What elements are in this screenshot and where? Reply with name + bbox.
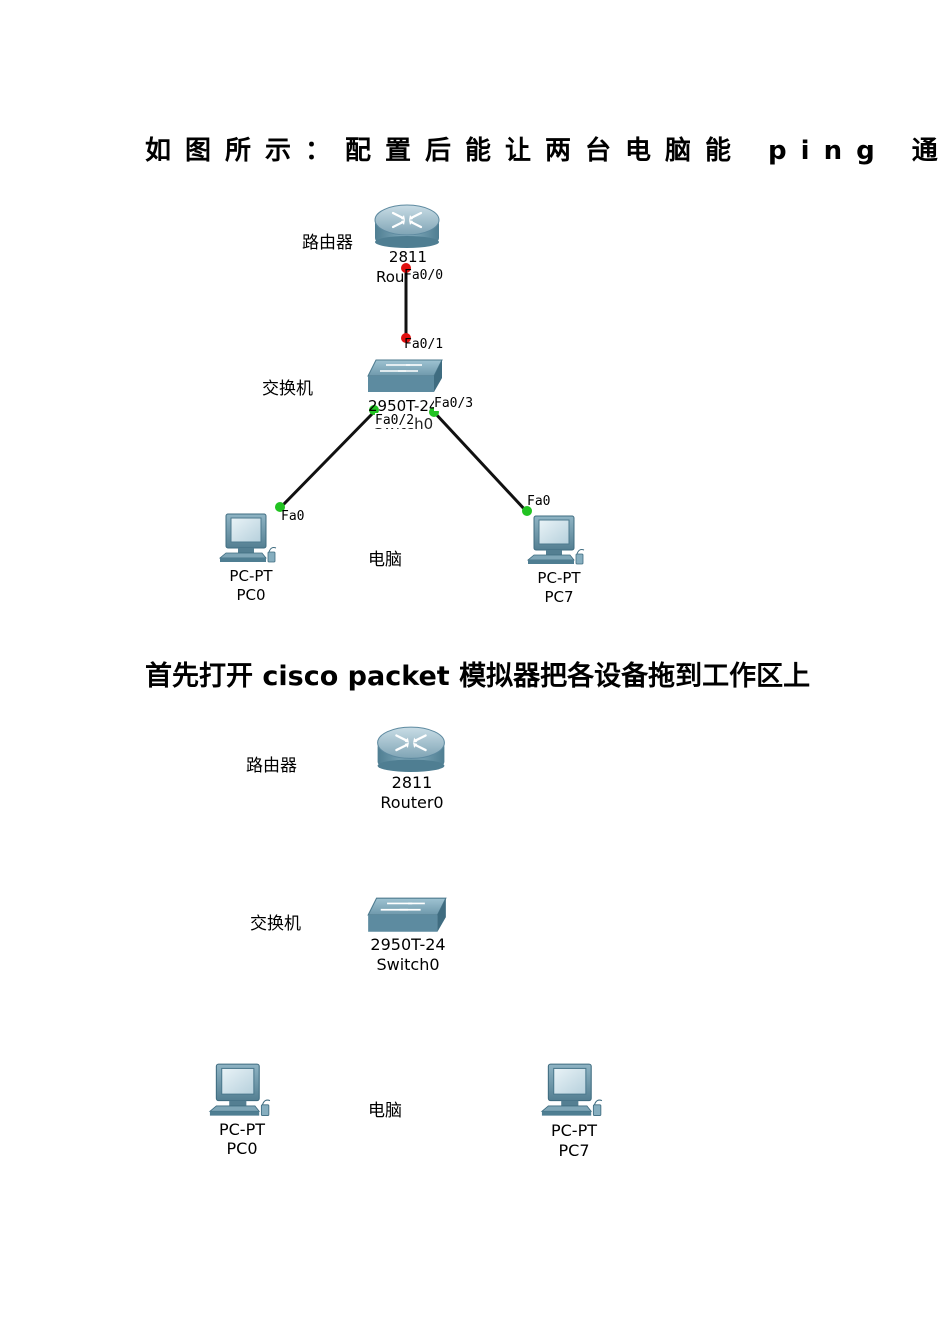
port-status-pc0-fa0 xyxy=(275,502,285,512)
port-status-pc7-fa0 xyxy=(522,506,532,516)
link-switch-pc7 xyxy=(432,410,529,514)
pc0-name: PC0 xyxy=(226,1139,258,1158)
router-model: 2811 xyxy=(391,773,433,792)
switch-icon[interactable] xyxy=(367,359,443,393)
pc7-model: PC-PT xyxy=(537,569,581,587)
pc0-name: PC0 xyxy=(236,586,266,604)
switch-name: Switch0 xyxy=(376,955,440,974)
pc0-model: PC-PT xyxy=(229,567,273,585)
router-icon[interactable] xyxy=(376,725,446,772)
label-switch: 交换机 xyxy=(250,914,301,934)
pc7-model: PC-PT xyxy=(550,1121,597,1140)
figure1-topology xyxy=(219,203,585,565)
port-label-pc0-fa0: Fa0 xyxy=(281,509,305,524)
switch-model: 2950T-24 xyxy=(368,397,439,415)
router-icon[interactable] xyxy=(374,203,440,248)
pc0-icon[interactable] xyxy=(219,513,277,563)
label-pc: 电脑 xyxy=(368,1101,402,1121)
label-switch: 交换机 xyxy=(262,379,313,399)
port-status-switch-fa02 xyxy=(369,405,379,415)
label-router: 路由器 xyxy=(302,233,353,253)
port-status-router-fa00 xyxy=(401,263,411,273)
pc7-name: PC7 xyxy=(558,1141,590,1160)
switch-icon[interactable] xyxy=(367,897,447,933)
port-label-switch-fa01: Fa0/1 xyxy=(404,337,444,352)
heading-instruction: 如图所示：配置后能让两台电脑能 ping 通 xyxy=(145,136,950,166)
label-pc: 电脑 xyxy=(368,550,402,570)
link-switch-pc0 xyxy=(278,410,376,510)
router-name: Router0 xyxy=(380,793,444,812)
router-name: Router0 xyxy=(376,268,406,286)
port-status-switch-fa01 xyxy=(401,333,411,343)
pc0-model: PC-PT xyxy=(218,1120,265,1139)
switch-model: 2950T-24 xyxy=(370,935,446,954)
port-label-router-fa00: Fa0/0 xyxy=(404,268,444,283)
pc7-icon[interactable] xyxy=(541,1063,603,1117)
router-model: 2811 xyxy=(388,248,428,266)
pc7-name: PC7 xyxy=(544,588,574,606)
port-label-switch-fa02: Fa0/2 xyxy=(375,413,415,428)
pc7-icon[interactable] xyxy=(527,515,585,565)
label-router: 路由器 xyxy=(246,756,297,776)
port-label-pc7-fa0: Fa0 xyxy=(527,494,551,509)
pc0-icon[interactable] xyxy=(209,1063,271,1117)
port-label-switch-fa03: Fa0/3 xyxy=(434,396,474,411)
heading-step-one: 首先打开 cisco packet 模拟器把各设备拖到工作区上 xyxy=(145,661,811,692)
